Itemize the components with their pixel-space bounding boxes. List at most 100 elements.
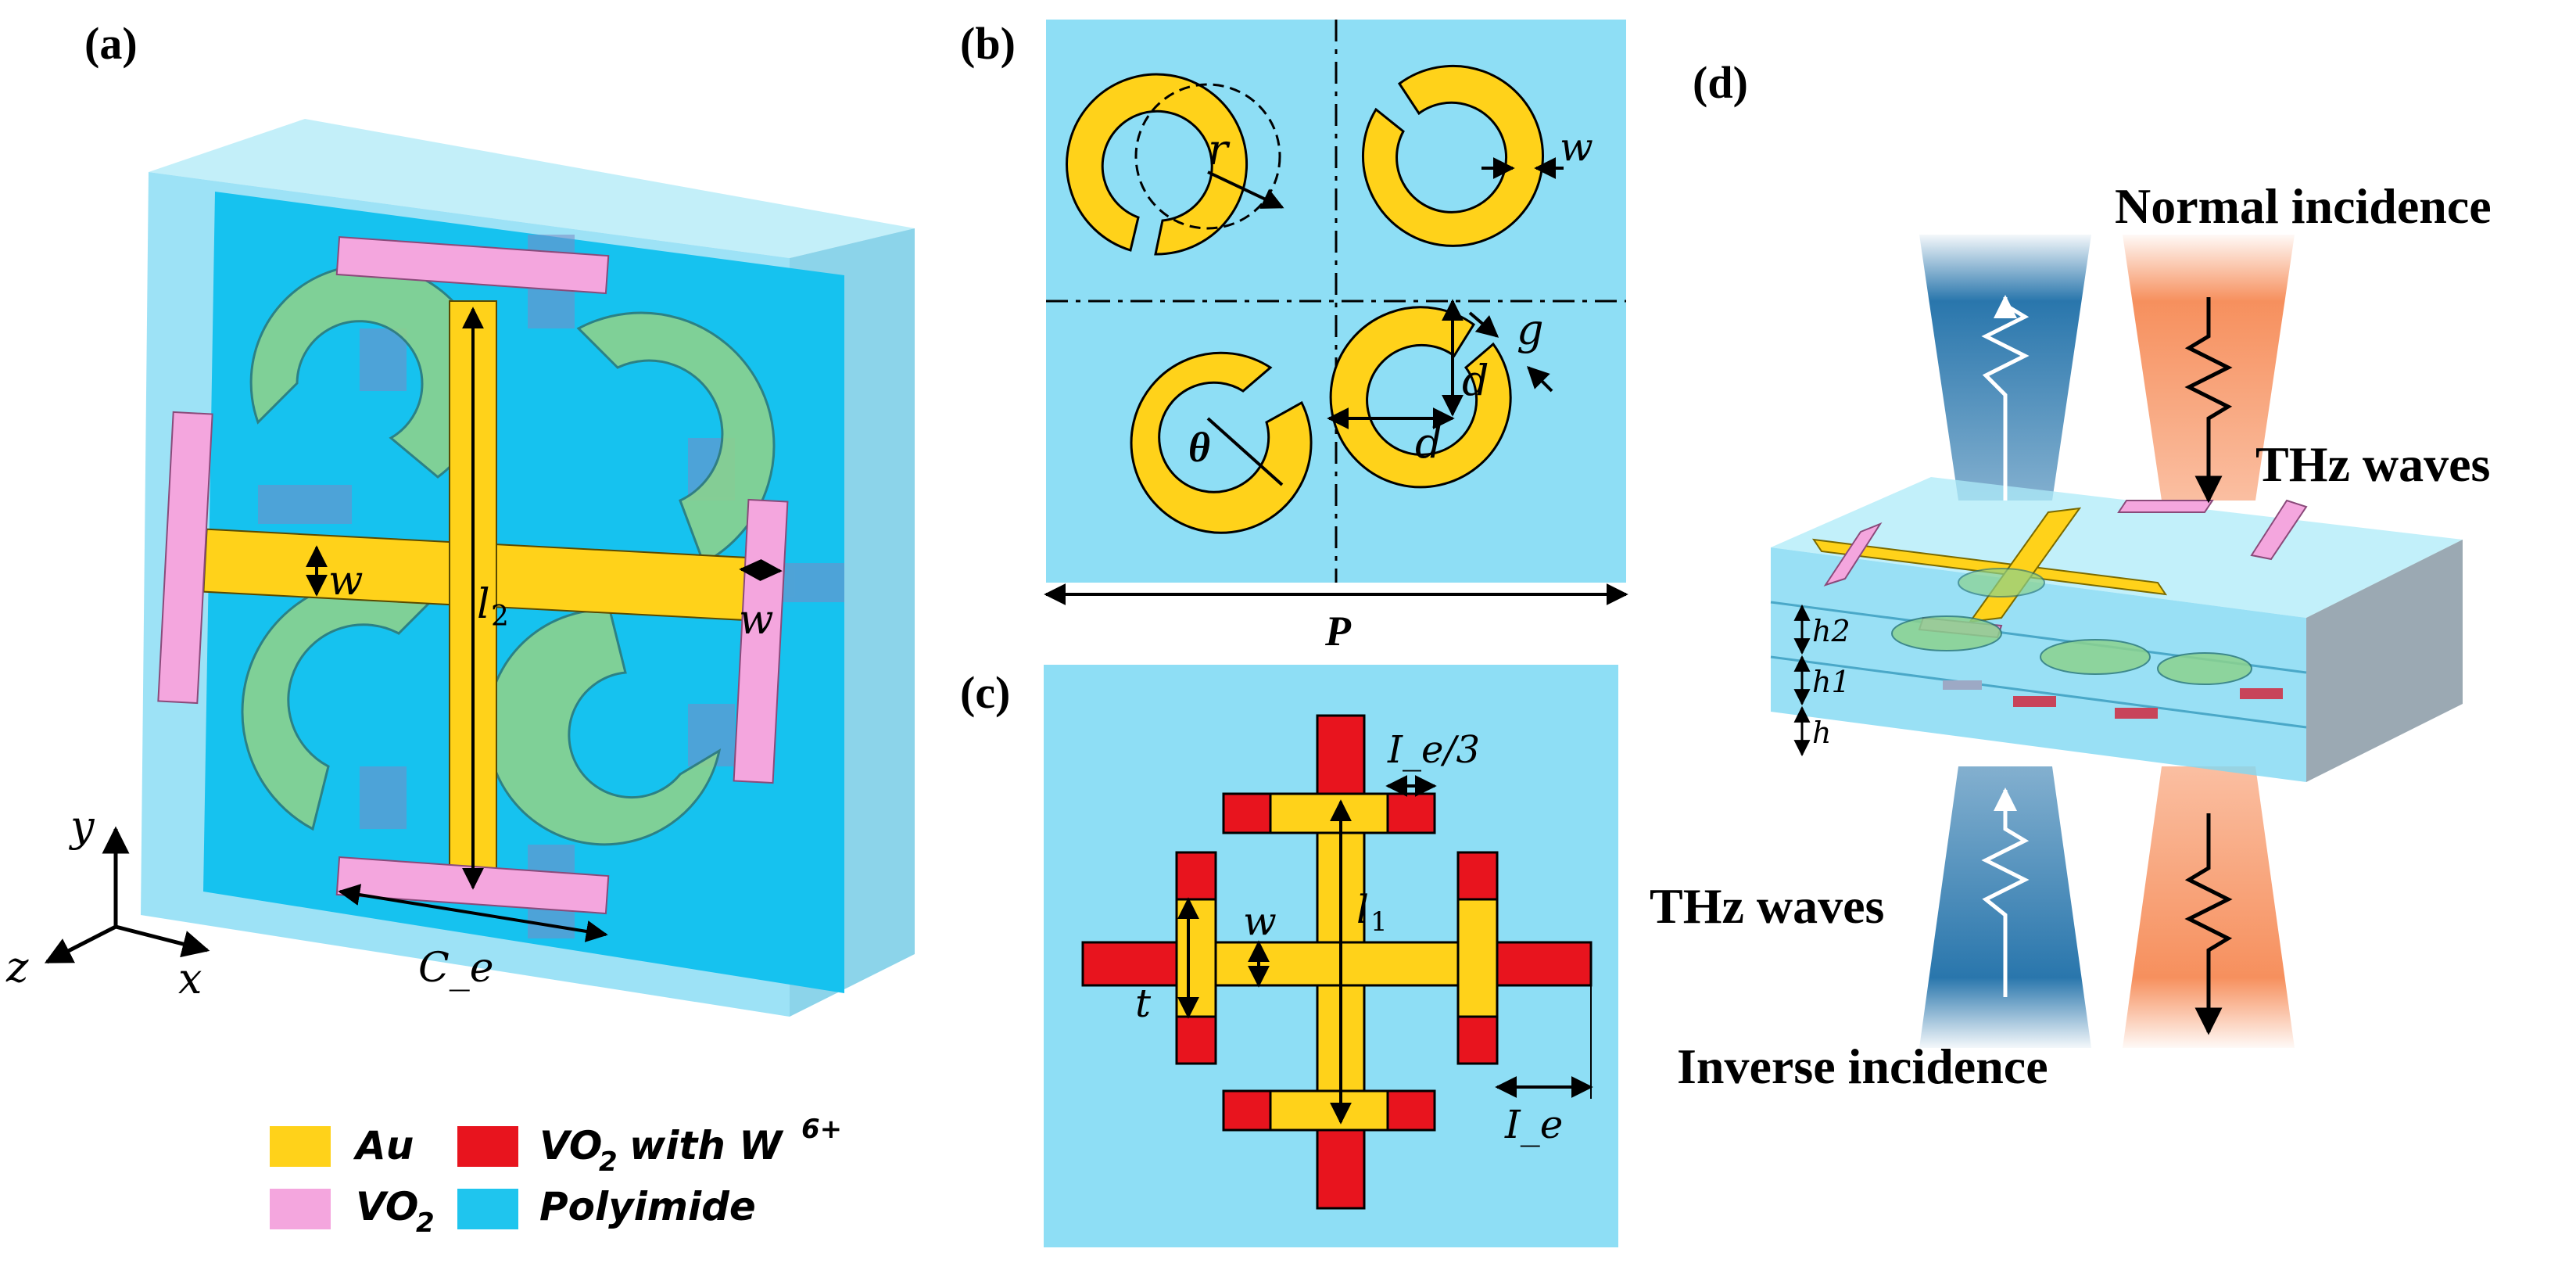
label-g: g bbox=[1517, 305, 1544, 354]
label-ce: C_e bbox=[418, 945, 494, 992]
vo2w-pad bbox=[360, 766, 407, 829]
slab-vo2w-pad bbox=[2115, 708, 2158, 719]
vo2w-left-stub bbox=[1081, 941, 1178, 987]
slab-ring bbox=[1958, 568, 2045, 597]
vo2w-right-cap-b bbox=[1456, 1015, 1499, 1065]
slab-ring bbox=[2040, 639, 2151, 675]
label-ie3: I_e/3 bbox=[1387, 728, 1480, 772]
ring-b-tl-midline bbox=[1134, 83, 1281, 230]
legend-label-vo2-w-sup: 6+ bbox=[801, 1114, 842, 1145]
label-h2: h2 bbox=[1812, 614, 1850, 648]
vo2w-bot-cap-l bbox=[1222, 1089, 1272, 1132]
slab-vo2-bar bbox=[2117, 500, 2214, 513]
axis-x-label: x bbox=[178, 954, 202, 1003]
vo2w-bot-cap-r bbox=[1386, 1089, 1436, 1132]
axis-x-line bbox=[115, 924, 210, 958]
vo2-bar-top bbox=[335, 235, 610, 295]
panel-d-label: (d) bbox=[1693, 57, 1748, 108]
vo2w-right-cap-t bbox=[1456, 851, 1499, 901]
vo2w-pad bbox=[360, 328, 407, 391]
legend-label-vo2-sub: 2 bbox=[416, 1207, 435, 1239]
wave-transmitted-up-top bbox=[1981, 295, 2030, 501]
label-l2-sub: 2 bbox=[491, 601, 509, 633]
label-w-a: w bbox=[328, 558, 364, 605]
wave-incident-up-bottom bbox=[1981, 788, 2030, 997]
symmetry-axes-b bbox=[1046, 20, 1626, 583]
dim-theta-ray bbox=[1206, 417, 1284, 486]
label-normal-incidence: Normal incidence bbox=[2115, 178, 2492, 234]
legend-item-polyimide: Polyimide bbox=[457, 1184, 756, 1229]
label-ie: I_e bbox=[1504, 1102, 1563, 1147]
orange-beam-top bbox=[2123, 235, 2295, 501]
ring-b-br bbox=[1329, 306, 1512, 489]
layered-slab bbox=[1770, 477, 2463, 782]
dimension-marks-b bbox=[1044, 157, 1628, 605]
axis-y-label: y bbox=[69, 802, 95, 851]
panel-c: (c) bbox=[960, 665, 1618, 1247]
dim-g-1 bbox=[1468, 311, 1499, 338]
label-h1: h1 bbox=[1812, 665, 1850, 699]
vo2w-pad bbox=[258, 485, 352, 524]
ring-b-tr bbox=[1361, 64, 1544, 247]
dim-r bbox=[1207, 170, 1284, 209]
legend-label-vo2-w-with: with W bbox=[629, 1123, 784, 1168]
label-l1-sub: 1 bbox=[1370, 906, 1388, 938]
wave-signals bbox=[1981, 295, 2233, 1035]
axis-z-label: z bbox=[5, 942, 29, 992]
split-ring-tr bbox=[576, 311, 776, 565]
label-theta: θ bbox=[1188, 424, 1210, 471]
ring-b-tl bbox=[1066, 73, 1249, 256]
panel-d: (d) bbox=[1650, 57, 2492, 1094]
split-ring-br bbox=[485, 608, 722, 846]
slab-ring bbox=[1891, 615, 2002, 651]
label-l1: l 1 bbox=[1356, 887, 1388, 938]
vo2w-right-stub bbox=[1496, 941, 1593, 987]
slab-vo2-bar bbox=[1823, 522, 1883, 587]
panel-c-label: (c) bbox=[960, 667, 1010, 718]
panel-b-label: (b) bbox=[960, 18, 1016, 69]
label-l1-main: l bbox=[1356, 887, 1369, 932]
split-rings-b bbox=[1066, 64, 1544, 534]
legend-item-au: Au bbox=[270, 1123, 414, 1168]
dim-w-right bbox=[739, 559, 783, 581]
slab-ring bbox=[2157, 652, 2252, 685]
ring-b-bl bbox=[1130, 351, 1313, 534]
legend: Au VO 2 VO 2 with W 6+ Polyimide bbox=[270, 1114, 842, 1239]
dimension-marks-a bbox=[306, 307, 783, 942]
vo2w-left-cap-t bbox=[1175, 851, 1217, 901]
label-l2-main: l bbox=[477, 581, 490, 628]
legend-swatch-polyimide bbox=[457, 1189, 518, 1229]
slab-top-face bbox=[1771, 477, 2463, 618]
slab-structures bbox=[1811, 499, 2308, 719]
label-p: P bbox=[1324, 608, 1352, 655]
vo2w-bottom-stub bbox=[1316, 1128, 1366, 1210]
panel-b: (b) r w g d d θ P bbox=[960, 18, 1628, 655]
slab-vo2w-pad bbox=[1943, 680, 1982, 690]
legend-swatch-vo2 bbox=[270, 1189, 331, 1229]
legend-label-polyimide: Polyimide bbox=[539, 1184, 756, 1229]
label-w-c: w bbox=[1243, 899, 1277, 944]
vo2w-top-cap-l bbox=[1222, 792, 1272, 834]
substrate-top-face bbox=[149, 119, 915, 258]
legend-item-vo2-w: VO 2 with W 6+ bbox=[457, 1114, 842, 1178]
wave-incident-down-top bbox=[2184, 297, 2233, 504]
slab-side-face bbox=[2306, 540, 2463, 782]
vo2w-pads-c bbox=[1081, 714, 1593, 1210]
panel-a-label: (a) bbox=[84, 18, 138, 69]
vo2w-left-cap-b bbox=[1175, 1015, 1217, 1065]
slab-au-bar-horizontal bbox=[1811, 538, 2168, 596]
dimension-marks-c bbox=[1177, 775, 1593, 1125]
legend-label-vo2-w: VO bbox=[539, 1123, 602, 1168]
legend-item-vo2: VO 2 bbox=[270, 1184, 435, 1239]
dim-g-2 bbox=[1527, 366, 1553, 393]
legend-label-au: Au bbox=[353, 1123, 414, 1168]
legend-label-vo2-w-sub: 2 bbox=[599, 1146, 618, 1178]
vo2-bar-left bbox=[157, 411, 213, 705]
label-d-vertical: d bbox=[1462, 356, 1489, 405]
label-w-b: w bbox=[1560, 124, 1593, 170]
slab-layer-line bbox=[1770, 655, 2307, 729]
slab-vo2w-pad bbox=[2240, 688, 2283, 699]
vo2w-top-cap-r bbox=[1386, 792, 1436, 834]
wave-transmitted-down-bottom bbox=[2184, 813, 2233, 1035]
